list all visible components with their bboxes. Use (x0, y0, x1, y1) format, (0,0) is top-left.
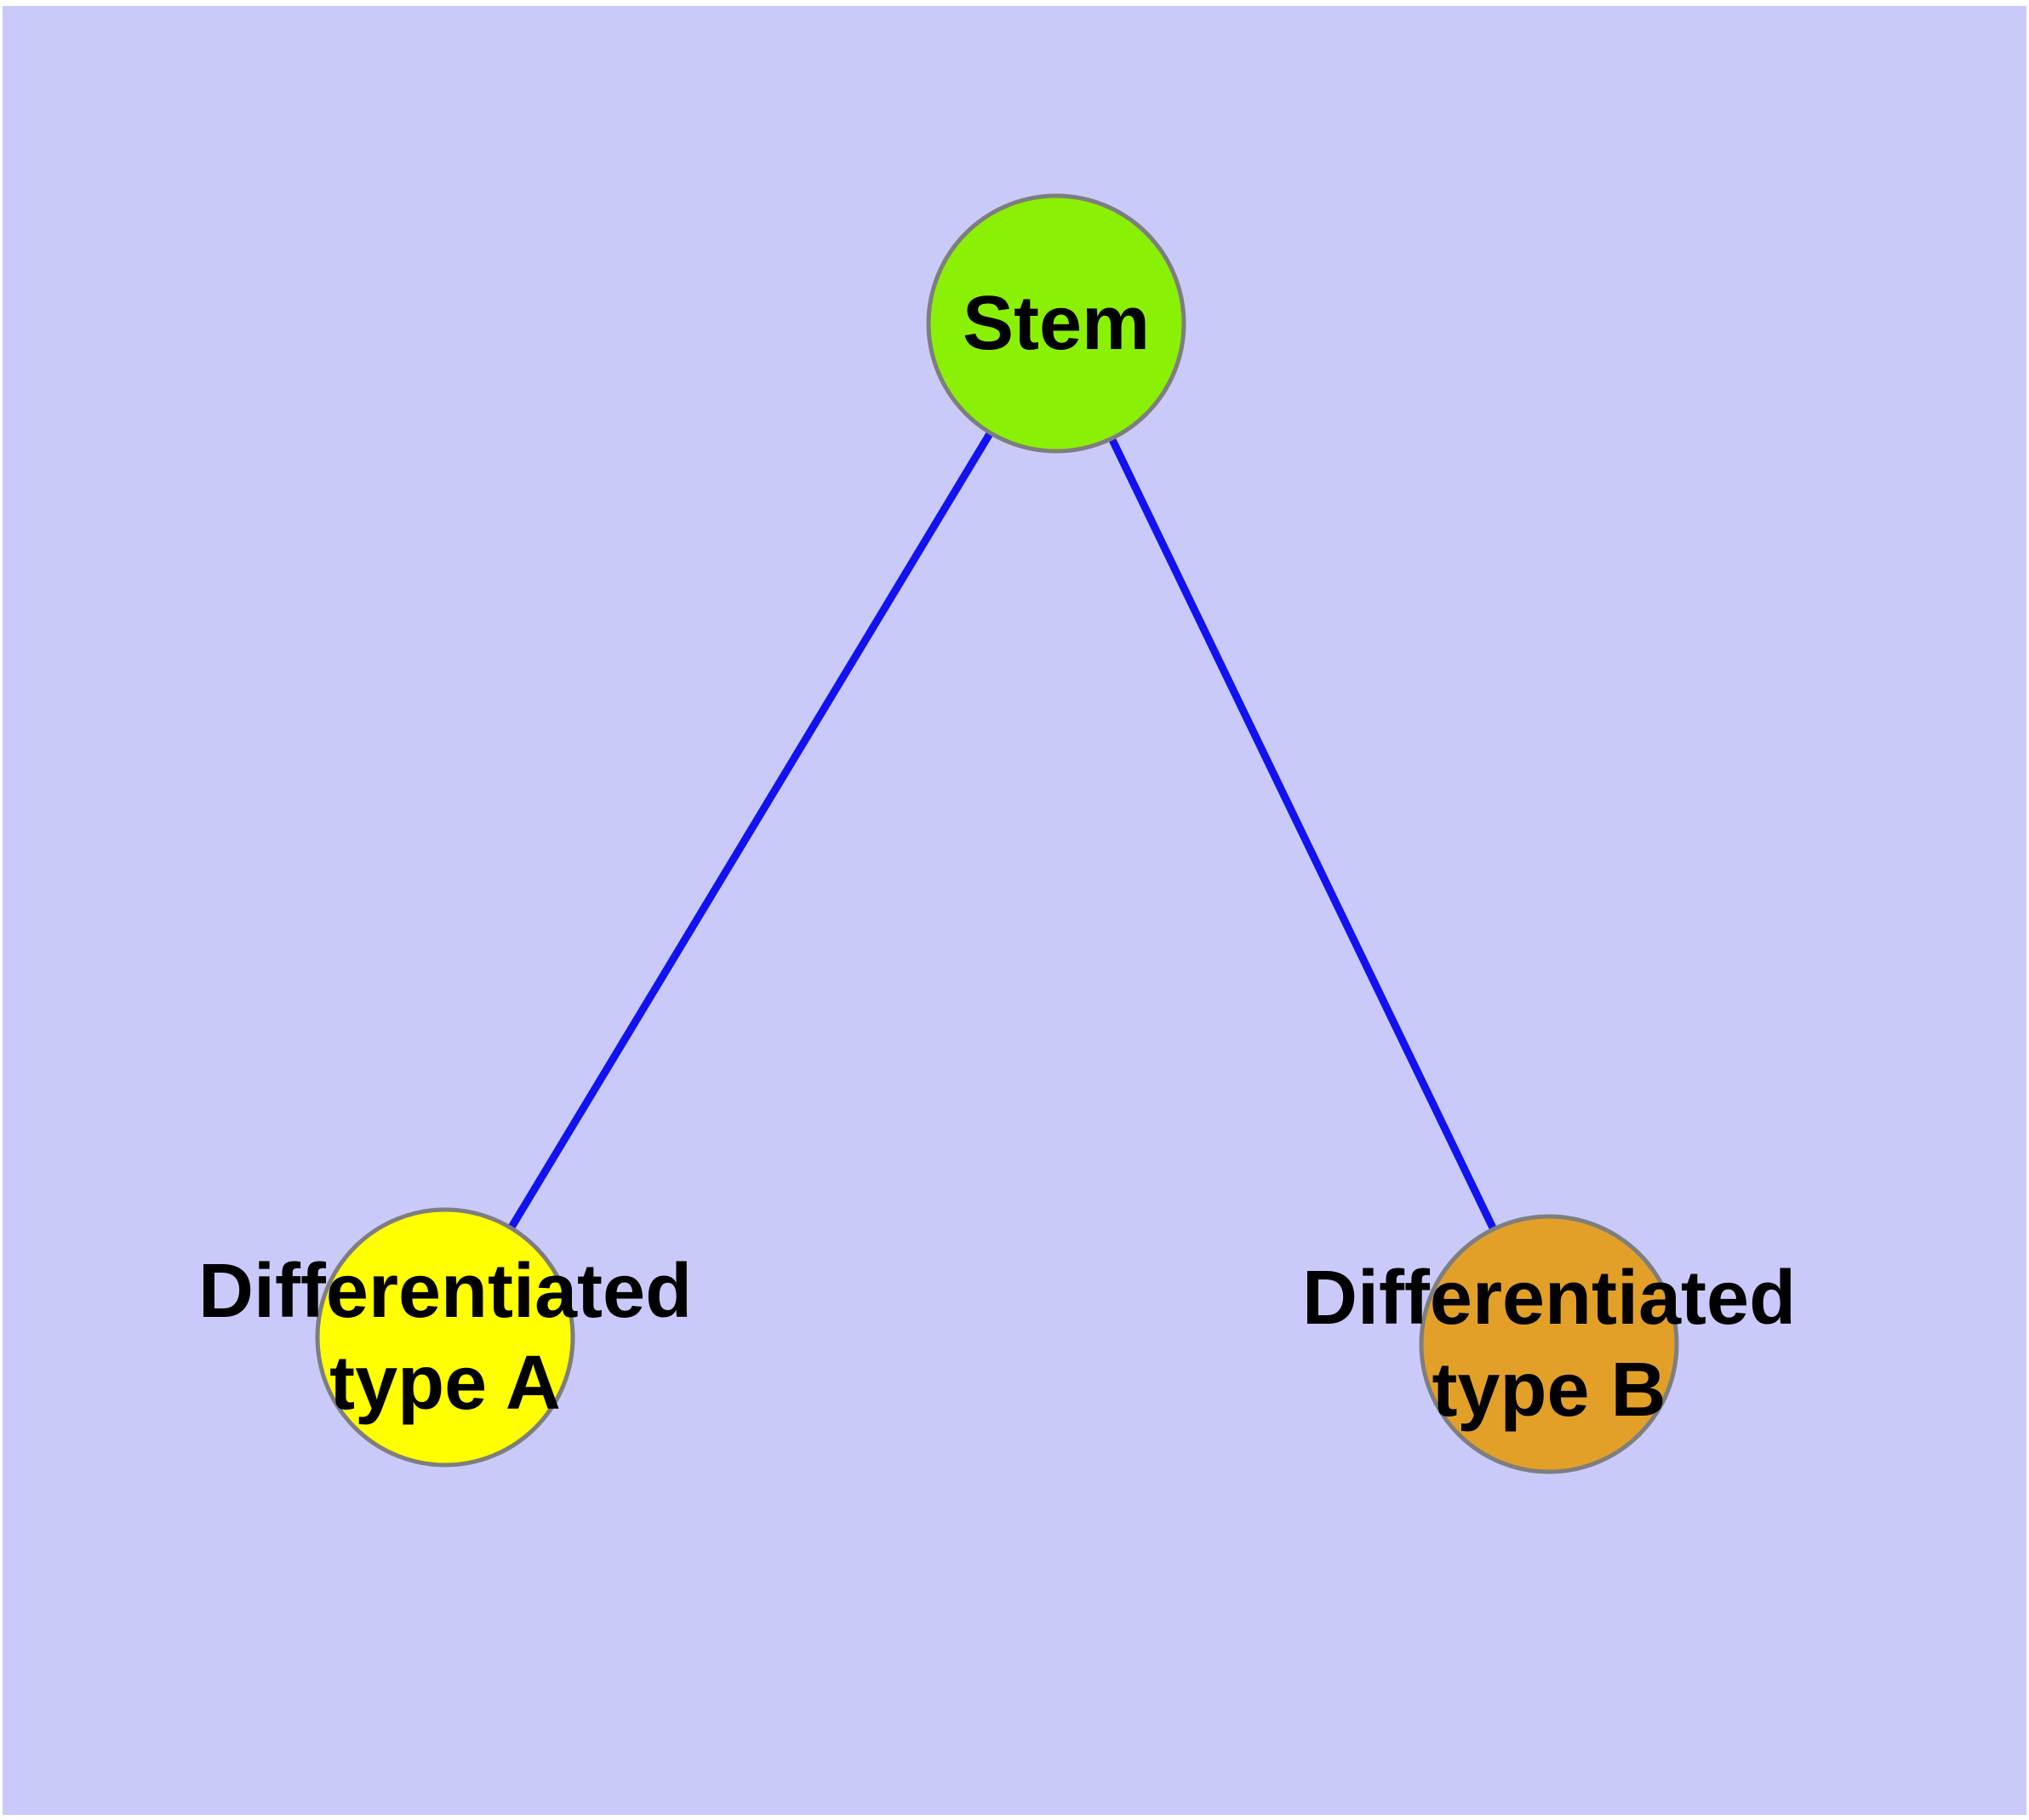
node-label-typeB: Differentiated type B (1302, 1252, 1796, 1436)
node-stem-circle (926, 193, 1186, 454)
node-label-typeA: Differentiated type A (198, 1245, 692, 1429)
edge-stem-to-typeA (442, 321, 1060, 1340)
node-typeA-circle (315, 1207, 575, 1468)
node-label-typeA-line1: Differentiated (197, 1249, 693, 1334)
node-label-stem: Stem (963, 278, 1150, 369)
node-label-typeB-line2: type B (1432, 1348, 1666, 1433)
node-label-typeB-line1: Differentiated (1301, 1256, 1797, 1341)
graph-page: Stem Differentiated type A Differentiate… (3, 6, 2026, 1815)
edge-stem-to-typeB (1052, 322, 1553, 1346)
graph-canvas (315, 193, 1679, 1474)
node-label-typeA-line2: type A (329, 1341, 561, 1426)
node-typeB-circle (1419, 1214, 1679, 1474)
node-label-stem-text: Stem (962, 281, 1151, 366)
